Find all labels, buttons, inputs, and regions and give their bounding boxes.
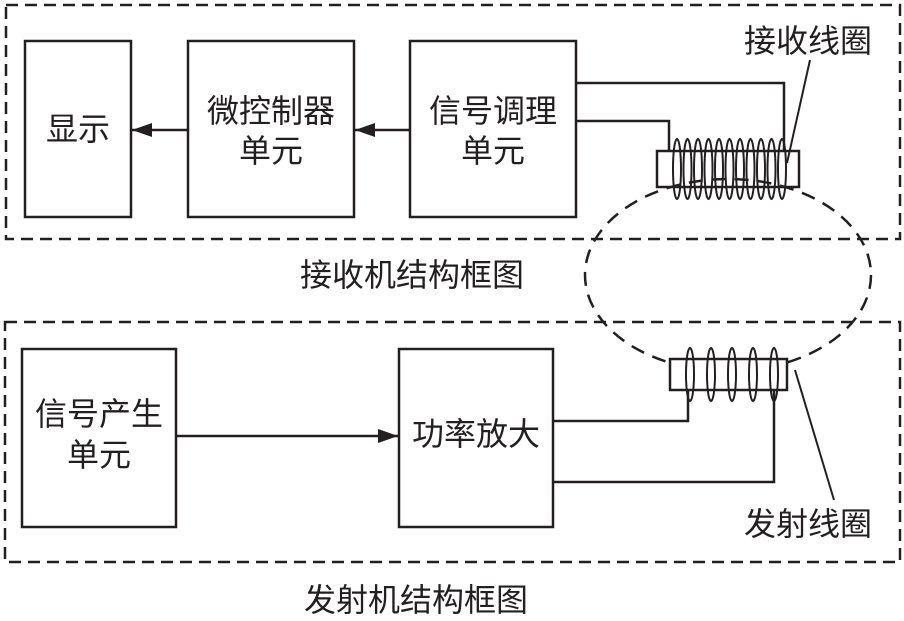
coil-turn bbox=[706, 347, 716, 402]
transmitter-coil-windings bbox=[685, 347, 779, 402]
display-label: 显示 bbox=[46, 110, 110, 148]
coil-turn bbox=[769, 347, 779, 402]
coil-turn bbox=[756, 138, 766, 200]
receiver-frame bbox=[4, 3, 902, 241]
coil-turn bbox=[727, 347, 737, 402]
conditioning-label-line1: 信号调理 bbox=[429, 92, 557, 130]
coil-turn bbox=[735, 138, 745, 200]
coil-turn bbox=[777, 138, 787, 200]
mcu-label-line2: 单元 bbox=[239, 132, 303, 170]
coil-turn bbox=[682, 138, 693, 200]
coil-turn bbox=[672, 138, 682, 200]
receiver-coil-leader bbox=[786, 59, 811, 164]
receiver-coil-windings bbox=[672, 138, 787, 200]
coil-turn bbox=[724, 138, 735, 200]
transmitter-coil-leader bbox=[794, 369, 835, 501]
receiver-caption: 接收机结构框图 bbox=[300, 256, 524, 294]
receiver-wire-bottom bbox=[576, 119, 671, 150]
signal-generator-block bbox=[20, 347, 178, 529]
power-amplifier-block bbox=[397, 347, 555, 529]
conditioning-label-line2: 单元 bbox=[461, 132, 525, 170]
signal-generator-label-line1: 信号产生 bbox=[35, 395, 163, 433]
magnetic-coupling-field bbox=[583, 177, 873, 373]
transmitter-coil-label: 发射线圈 bbox=[744, 505, 872, 543]
mcu-label-line1: 微控制器 bbox=[207, 92, 335, 130]
coil-turn bbox=[693, 138, 703, 200]
coil-turn bbox=[714, 138, 724, 200]
transmitter-wire-bottom bbox=[553, 390, 776, 484]
coil-turn bbox=[685, 347, 695, 402]
transmitter-caption: 发射机结构框图 bbox=[304, 581, 528, 619]
receiver-wire-top bbox=[576, 81, 786, 150]
signal-generator-label-line2: 单元 bbox=[67, 436, 131, 474]
coil-turn bbox=[766, 138, 777, 200]
power-amplifier-label: 功率放大 bbox=[412, 415, 540, 453]
coil-turn bbox=[703, 138, 714, 200]
coil-turn bbox=[745, 138, 756, 200]
transmitter-wire-top bbox=[553, 390, 690, 423]
display-block bbox=[23, 39, 133, 219]
coil-turn bbox=[748, 347, 758, 402]
transmitter-frame bbox=[3, 320, 902, 564]
receiver-coil-label: 接收线圈 bbox=[744, 22, 872, 60]
